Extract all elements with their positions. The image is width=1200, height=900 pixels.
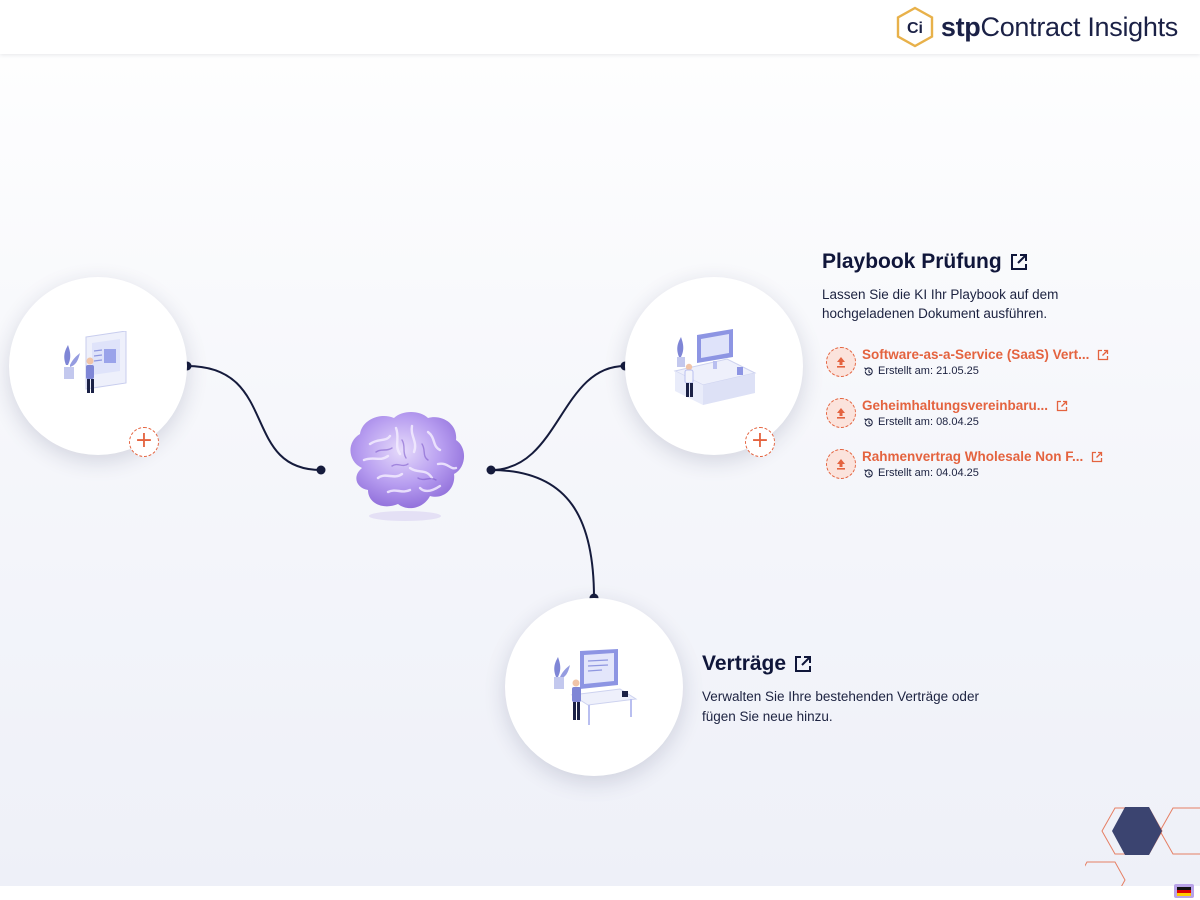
external-link-icon	[1098, 349, 1109, 360]
upload-arrow-icon	[826, 449, 856, 479]
app-title: stpContract Insights	[941, 12, 1178, 43]
person-at-monitor-illustration-icon	[554, 649, 638, 725]
document-name: Geheimhaltungsvereinbaru...	[862, 398, 1049, 413]
logo-mark-text: Ci	[907, 20, 923, 37]
upload-node[interactable]	[9, 277, 187, 455]
contracts-node[interactable]	[505, 598, 683, 776]
playbook-document-list: Software-as-a-Service (SaaS) Vert... Ers…	[826, 346, 1126, 499]
document-name: Rahmenvertrag Wholesale Non F...	[862, 449, 1084, 464]
external-link-icon	[1056, 400, 1068, 411]
contracts-description: Verwalten Sie Ihre bestehenden Verträge …	[702, 689, 979, 724]
app-logo[interactable]: Ci stpContract Insights	[895, 6, 1178, 48]
history-icon	[864, 468, 873, 477]
top-header: Ci stpContract Insights	[0, 0, 1200, 54]
upload-arrow-icon	[826, 398, 856, 428]
language-switcher[interactable]	[1174, 884, 1194, 898]
decorative-hexagons	[1085, 807, 1200, 888]
history-icon	[864, 366, 873, 375]
footer-bar	[0, 886, 1200, 900]
list-item[interactable]: Rahmenvertrag Wholesale Non F... Erstell…	[826, 448, 1126, 499]
document-link[interactable]: Rahmenvertrag Wholesale Non F...	[862, 449, 1103, 464]
connector-dot	[316, 465, 326, 475]
contracts-title: Verträge	[702, 652, 787, 675]
person-at-computer-desk-illustration-icon	[673, 329, 757, 405]
brand-bold: stp	[940, 11, 981, 42]
contracts-title-link[interactable]: Verträge	[702, 652, 812, 676]
external-link-icon	[1010, 254, 1027, 270]
brand-rest: Contract Insights	[980, 11, 1179, 42]
upload-arrow-icon	[826, 347, 856, 377]
external-link-icon	[795, 656, 812, 672]
document-link[interactable]: Geheimhaltungsvereinbaru...	[862, 398, 1068, 413]
plus-icon: +	[750, 428, 770, 453]
hexagon-logo-icon: Ci	[896, 6, 934, 48]
connector-dot	[486, 465, 496, 475]
document-date: Erstellt am: 08.04.25	[863, 416, 979, 428]
person-at-desk-plant-illustration-icon	[64, 331, 127, 393]
playbook-description: Lassen Sie die KI Ihr Playbook auf dem h…	[822, 287, 1059, 321]
document-link[interactable]: Software-as-a-Service (SaaS) Vert...	[862, 347, 1109, 362]
playbook-node[interactable]	[625, 277, 803, 455]
history-icon	[864, 417, 873, 426]
german-flag-icon	[1177, 886, 1191, 896]
document-date: Erstellt am: 21.05.25	[863, 365, 979, 377]
add-playbook-button[interactable]: +	[745, 427, 775, 457]
external-link-icon	[1092, 451, 1103, 462]
playbook-title: Playbook Prüfung	[822, 250, 1002, 273]
document-date: Erstellt am: 04.04.25	[863, 467, 979, 479]
playbook-title-link[interactable]: Playbook Prüfung	[822, 250, 1028, 274]
brain-icon	[350, 412, 465, 521]
document-date-text: Erstellt am: 21.05.25	[878, 365, 979, 377]
list-item[interactable]: Software-as-a-Service (SaaS) Vert... Ers…	[826, 346, 1126, 397]
plus-icon: +	[134, 428, 154, 453]
add-upload-button[interactable]: +	[129, 427, 159, 457]
document-date-text: Erstellt am: 08.04.25	[878, 416, 979, 428]
document-name: Software-as-a-Service (SaaS) Vert...	[862, 347, 1090, 362]
list-item[interactable]: Geheimhaltungsvereinbaru... Erstellt am:…	[826, 397, 1126, 448]
document-date-text: Erstellt am: 04.04.25	[878, 467, 979, 479]
